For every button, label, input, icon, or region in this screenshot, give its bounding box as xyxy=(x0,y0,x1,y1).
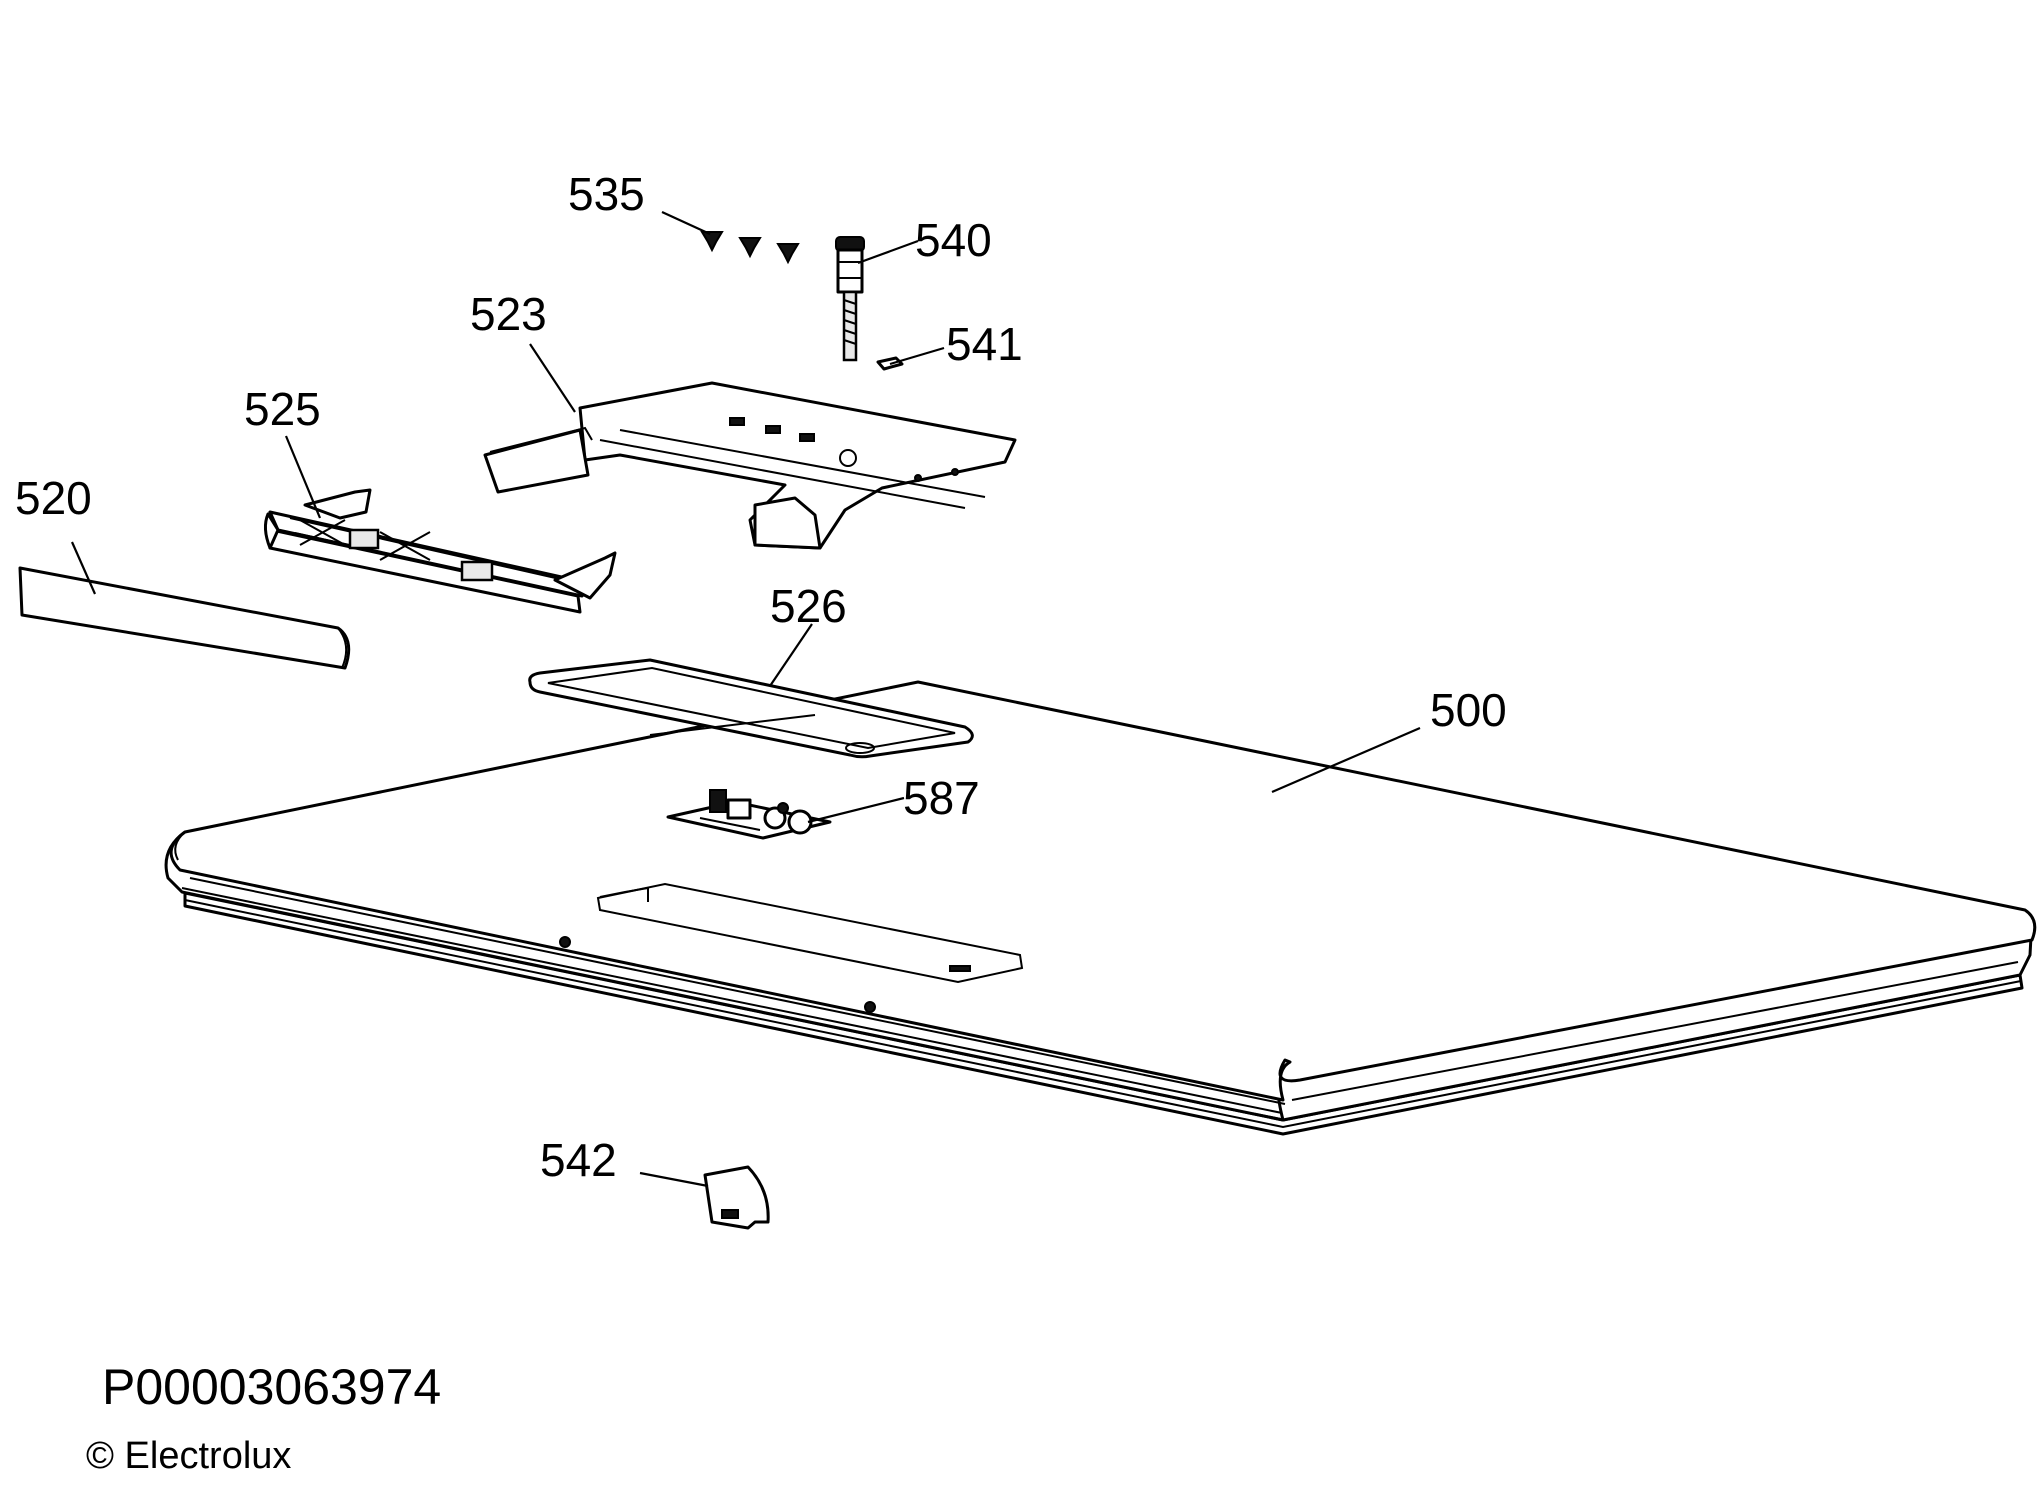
callout-535: 535 xyxy=(568,168,645,220)
callout-541: 541 xyxy=(946,318,1023,370)
callout-540: 540 xyxy=(915,214,992,266)
callout-526: 526 xyxy=(770,580,847,632)
part-500-worktop-panel xyxy=(164,680,2037,1136)
part-523-top-cover xyxy=(483,381,1017,550)
callout-523: 523 xyxy=(470,288,547,340)
part-525-bracket-frame xyxy=(263,488,617,614)
callout-525: 525 xyxy=(244,383,321,435)
leader-lines xyxy=(70,211,1421,1188)
callout-520: 520 xyxy=(15,472,92,524)
part-526-gasket-frame xyxy=(528,658,974,759)
part-535-screws xyxy=(700,231,800,265)
part-540-bolt xyxy=(835,236,865,362)
diagram-code: P00003063974 xyxy=(102,1359,441,1415)
callout-542: 542 xyxy=(540,1134,617,1186)
copyright-notice: © Electrolux xyxy=(86,1435,291,1477)
callout-500: 500 xyxy=(1430,684,1507,736)
callout-587: 587 xyxy=(903,772,980,824)
part-542-small-bracket xyxy=(703,1165,770,1230)
part-587-circuit-board xyxy=(666,789,832,840)
part-520-trim-strip xyxy=(18,566,351,670)
